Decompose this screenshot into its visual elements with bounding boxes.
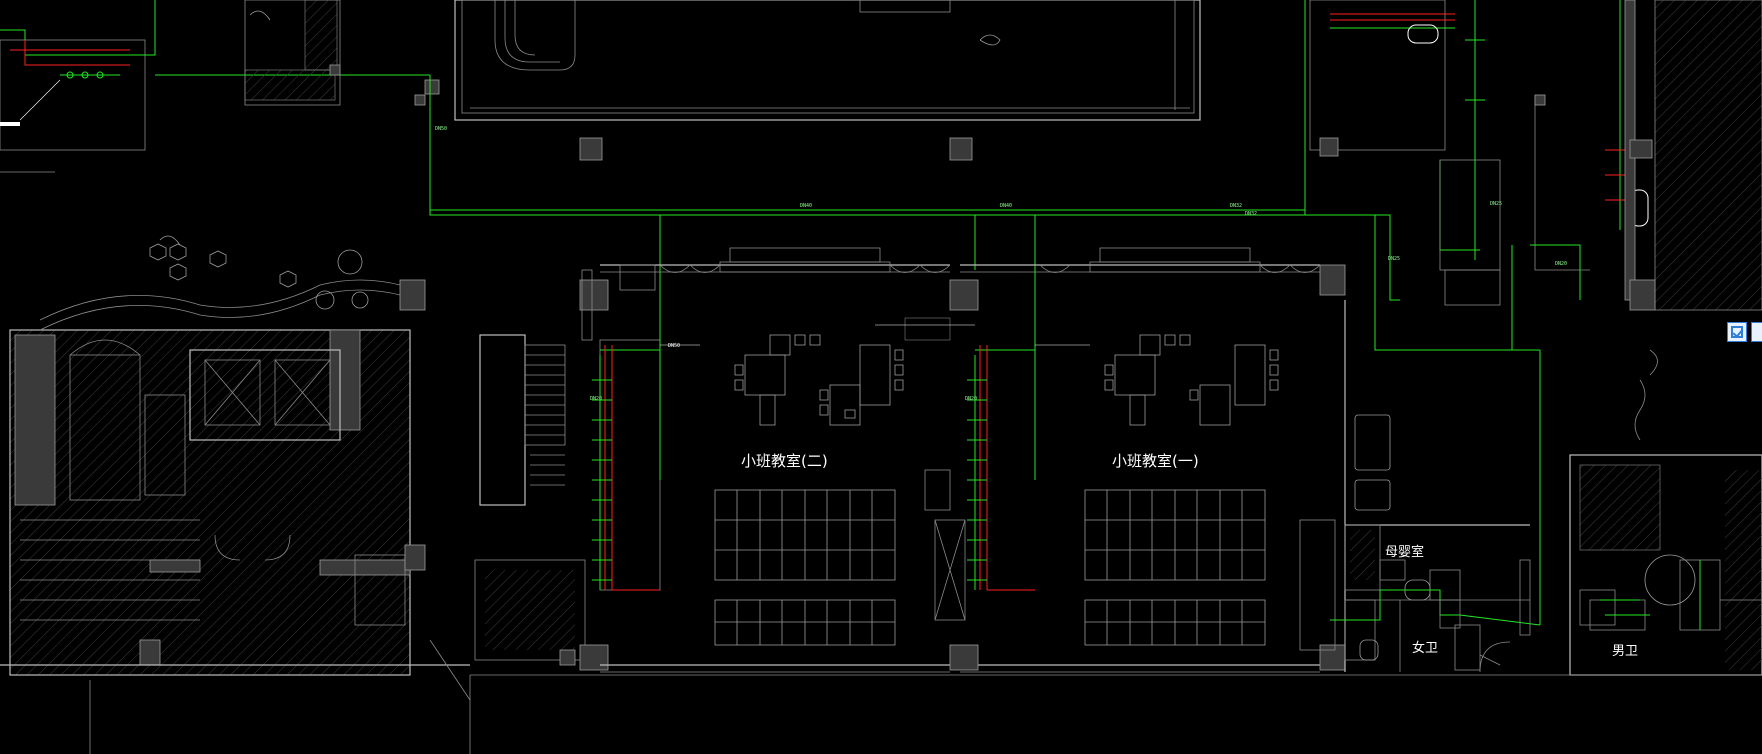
room-label-male-wc: 男卫 bbox=[1612, 644, 1638, 659]
svg-text:DN25: DN25 bbox=[1388, 256, 1400, 262]
top-left-plumbing bbox=[0, 0, 440, 173]
classroom-two: DN50 bbox=[581, 247, 951, 673]
room-label-classroom-one: 小班教室(一) bbox=[1112, 452, 1199, 470]
left-stair-core bbox=[0, 279, 470, 676]
svg-text:DN40: DN40 bbox=[800, 203, 812, 209]
svg-text:DN40: DN40 bbox=[1000, 203, 1012, 209]
trees bbox=[149, 235, 369, 310]
checkbox-icon bbox=[1731, 326, 1743, 338]
central-stair bbox=[474, 279, 609, 671]
pipe-annotations: DN50 DN32 DN25 DN25 DN20 DN20 DN20 bbox=[435, 126, 1567, 402]
svg-text:DN20: DN20 bbox=[1555, 261, 1567, 267]
svg-text:DN50: DN50 bbox=[668, 343, 680, 349]
right-toilets bbox=[1299, 300, 1541, 673]
top-right-plumbing bbox=[1309, 0, 1762, 311]
room-label-female-wc: 女卫 bbox=[1412, 640, 1438, 656]
svg-text:DN32: DN32 bbox=[1245, 211, 1257, 217]
far-right-toilet bbox=[1569, 349, 1762, 676]
room-label-accessible-room: 母婴室 bbox=[1385, 544, 1424, 560]
top-center-pool-structure bbox=[249, 0, 1201, 161]
room-label-classroom-two: 小班教室(二) bbox=[741, 452, 828, 470]
svg-text:DN25: DN25 bbox=[1490, 201, 1502, 207]
main-supply-pipe: DN40 DN40 DN32 bbox=[429, 0, 1541, 625]
classroom-one bbox=[875, 247, 1346, 673]
bottom-boundary bbox=[89, 639, 1762, 754]
svg-text:DN20: DN20 bbox=[965, 396, 977, 402]
floating-toolbar-button-partial[interactable] bbox=[1751, 322, 1762, 342]
floating-toolbar-button[interactable] bbox=[1727, 322, 1747, 342]
svg-text:DN20: DN20 bbox=[590, 396, 602, 402]
svg-text:DN32: DN32 bbox=[1230, 203, 1242, 209]
svg-text:DN50: DN50 bbox=[435, 126, 447, 132]
